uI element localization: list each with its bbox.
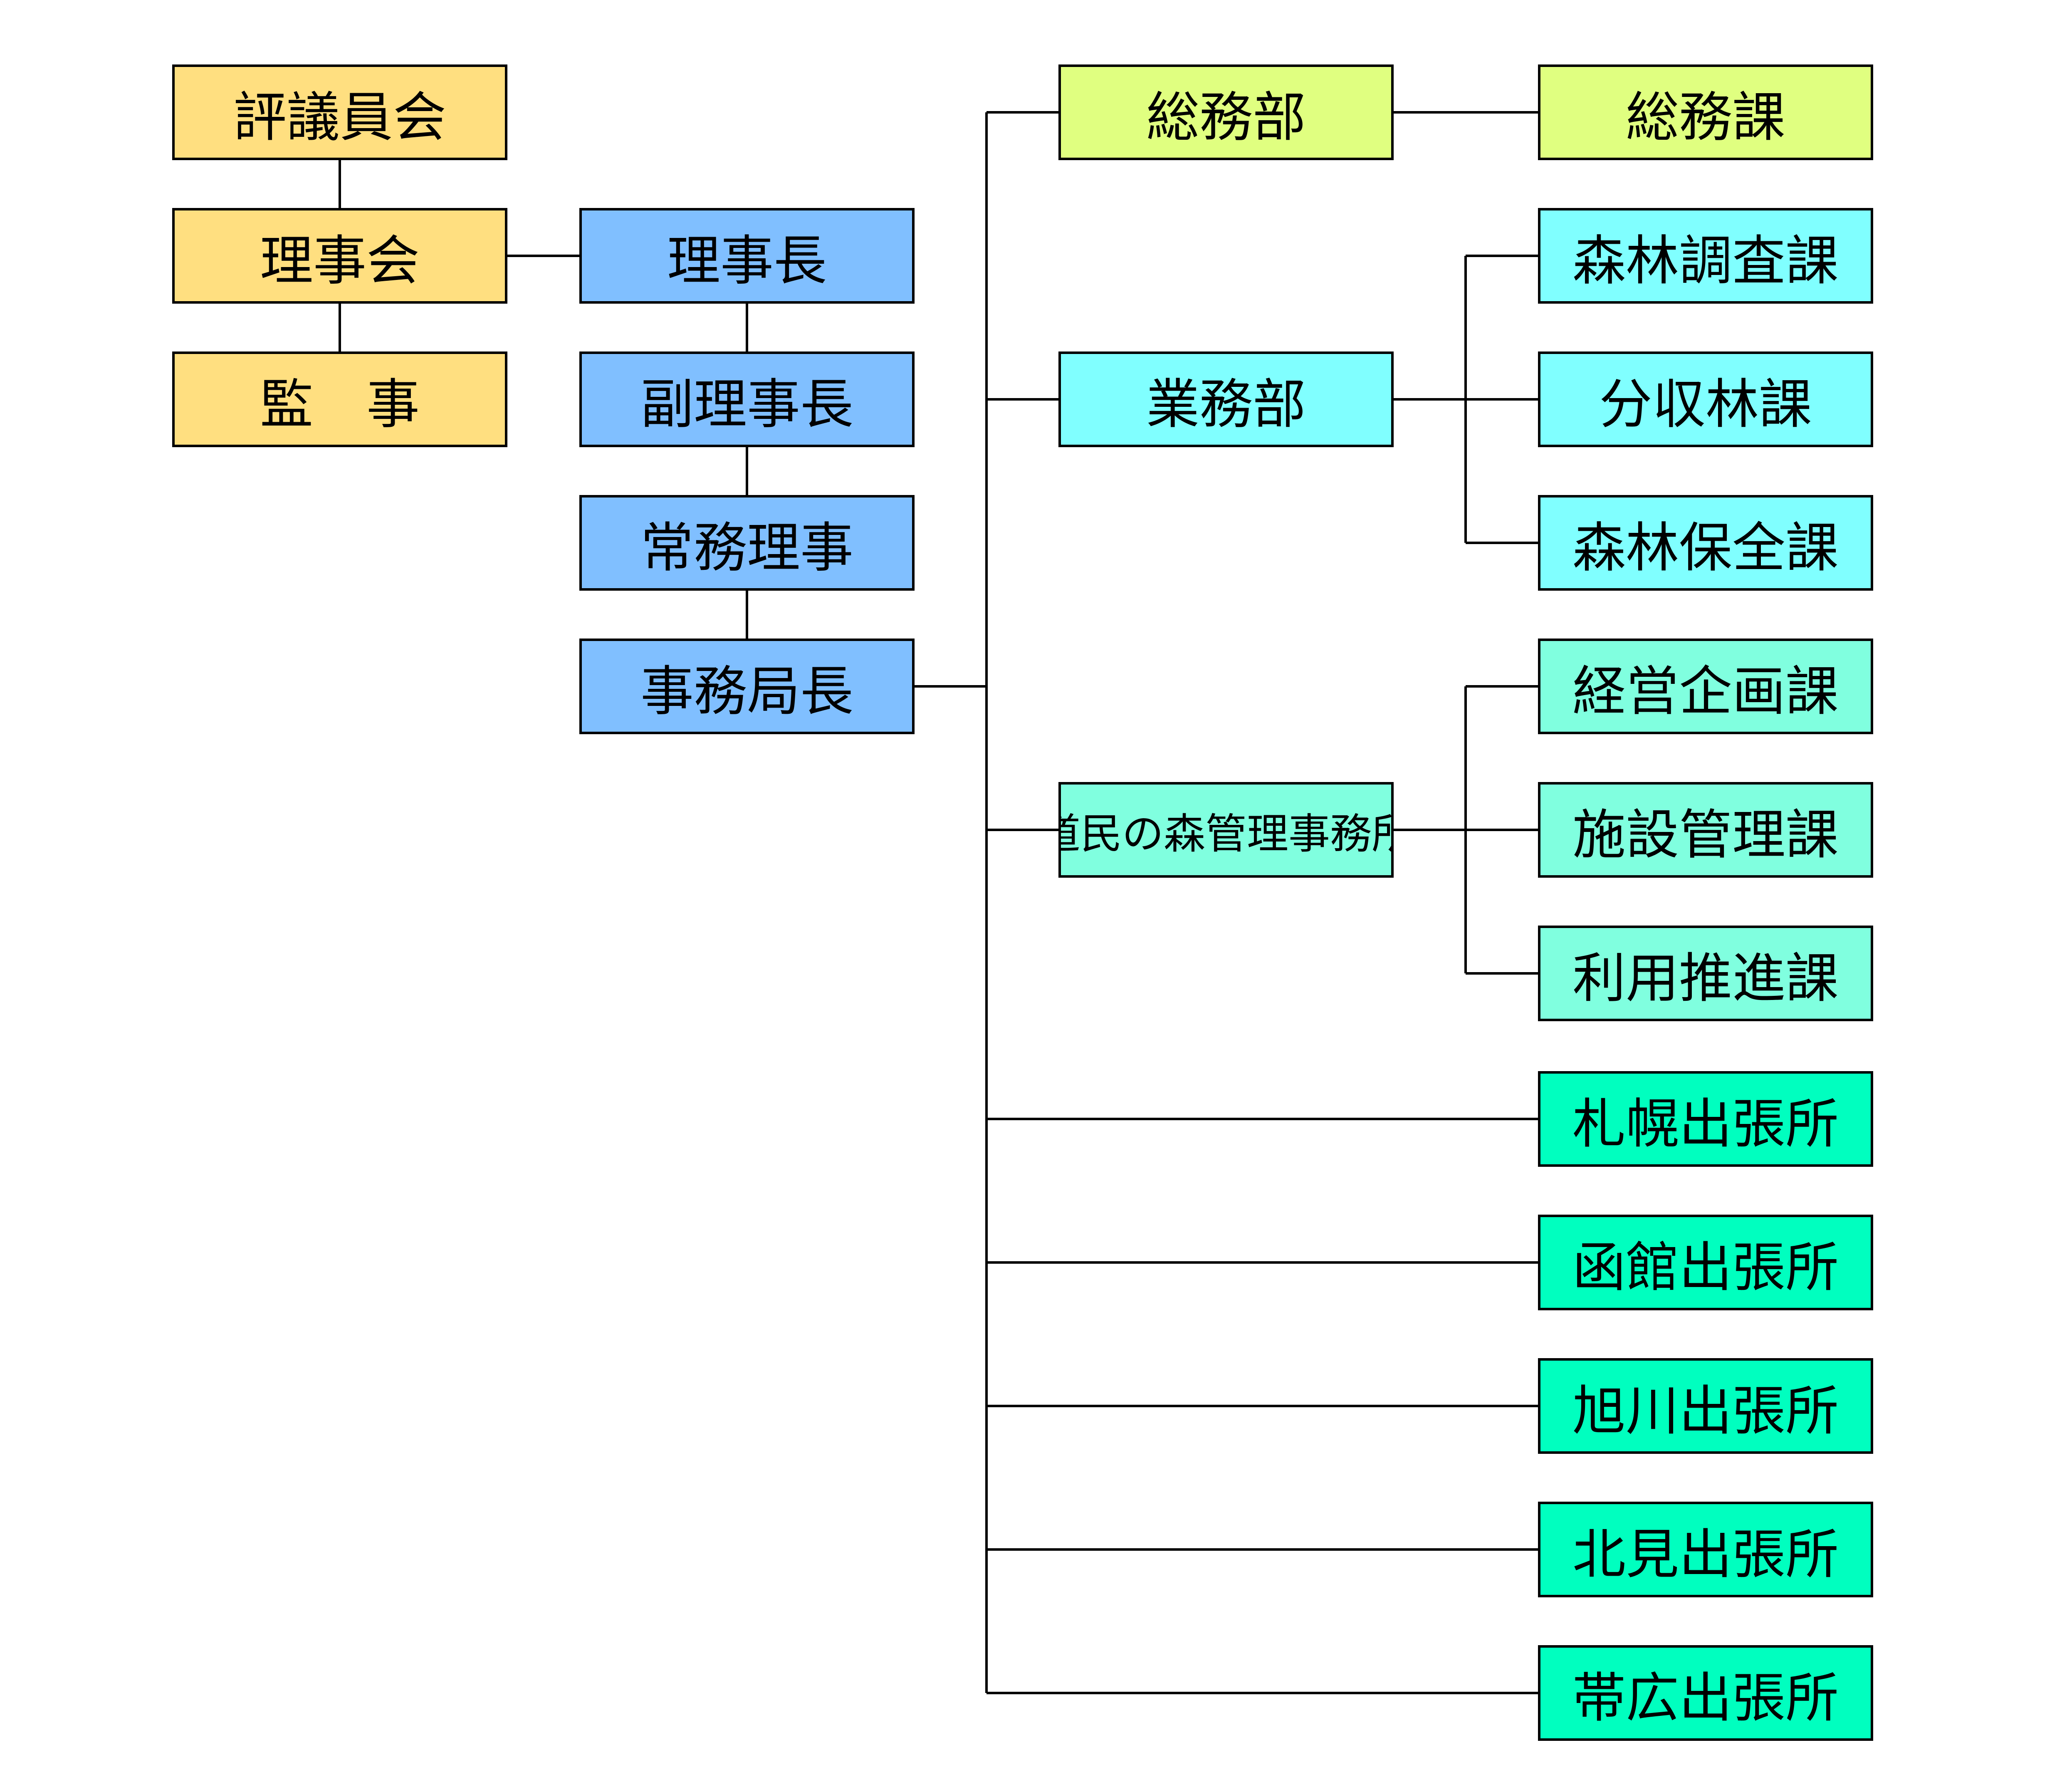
box-hakodate: 函館出張所 [1538,1215,1873,1310]
box-shinrin-hozen: 森林保全課 [1538,495,1873,591]
box-somubu: 総務部 [1058,64,1394,160]
box-gyomubu: 業務部 [1058,351,1394,447]
box-shinrin-chosa: 森林調査課 [1538,208,1873,304]
box-kitami: 北見出張所 [1538,1502,1873,1597]
box-obihiro: 帯広出張所 [1538,1645,1873,1741]
box-jomuriji: 常務理事 [579,495,915,591]
box-kanji: 監 事 [172,351,507,447]
box-domin-office: 道民の森管理事務所 [1058,782,1394,878]
box-keiei-kikaku: 経営企画課 [1538,639,1873,734]
box-asahikawa: 旭川出張所 [1538,1358,1873,1454]
box-bunshurin: 分収林課 [1538,351,1873,447]
box-shisetsu-kanri: 施設管理課 [1538,782,1873,878]
box-fukurijicho: 副理事長 [579,351,915,447]
box-sapporo: 札幌出張所 [1538,1071,1873,1167]
box-rijikai: 理事会 [172,208,507,304]
box-jimukyokucho: 事務局長 [579,639,915,734]
box-riyo-suishin: 利用推進課 [1538,926,1873,1021]
box-hyogiinkai: 評議員会 [172,64,507,160]
box-rijicho: 理事長 [579,208,915,304]
box-somuka: 総務課 [1538,64,1873,160]
